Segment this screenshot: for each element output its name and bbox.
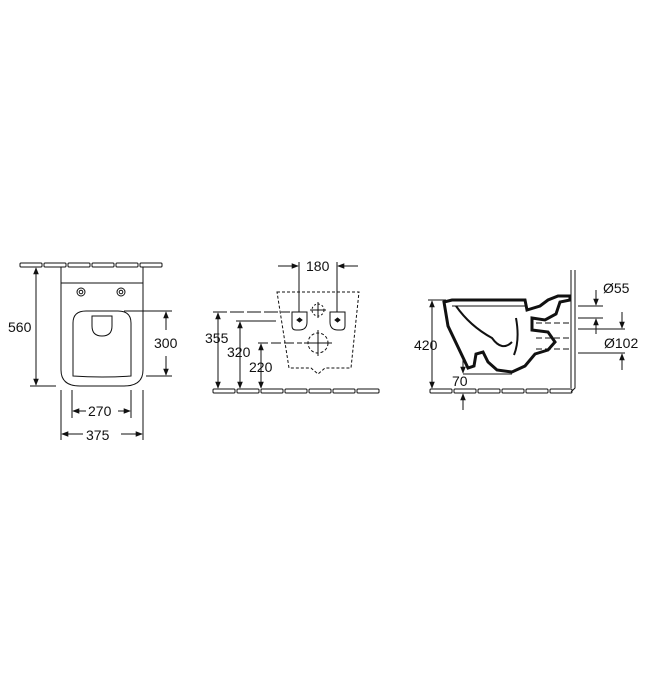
bowl-outline: [60, 267, 144, 387]
seat-opening: [72, 310, 132, 378]
dim-outlet-diameter: Ø102: [604, 335, 638, 351]
wall: [570, 270, 576, 393]
dim-seat-opening-length: 300: [154, 335, 178, 351]
side-view: [428, 270, 625, 410]
floor-hatch: [429, 388, 573, 394]
bowl-profile: [442, 294, 572, 374]
fixing-hole-left: [291, 311, 308, 331]
dim-rim-height: 420: [414, 337, 438, 353]
dim-fixing-centres: 180: [306, 258, 330, 274]
dim-bottom-clearance: 70: [452, 373, 468, 389]
fixing-bolt-right: [116, 287, 126, 297]
fixing-hole-right: [329, 311, 346, 331]
dim-inlet-diameter: Ø55: [603, 280, 630, 296]
dim-fixing-height: 320: [227, 344, 251, 360]
dim-seat-opening-width: 270: [88, 403, 112, 419]
fixing-bolt-left: [76, 287, 86, 297]
dim-top-fixing-height: 355: [205, 330, 229, 346]
dim-waste-height: 220: [249, 359, 273, 375]
dim-overall-width: 375: [86, 427, 110, 443]
bowl-opening: [91, 315, 113, 337]
floor-hatch: [212, 388, 380, 394]
dim-overall-length: 560: [8, 319, 32, 335]
rear-view: [212, 262, 380, 394]
wall-hatch: [19, 262, 163, 268]
bowl-outline-hidden: [276, 291, 360, 375]
top-view: [19, 262, 172, 440]
